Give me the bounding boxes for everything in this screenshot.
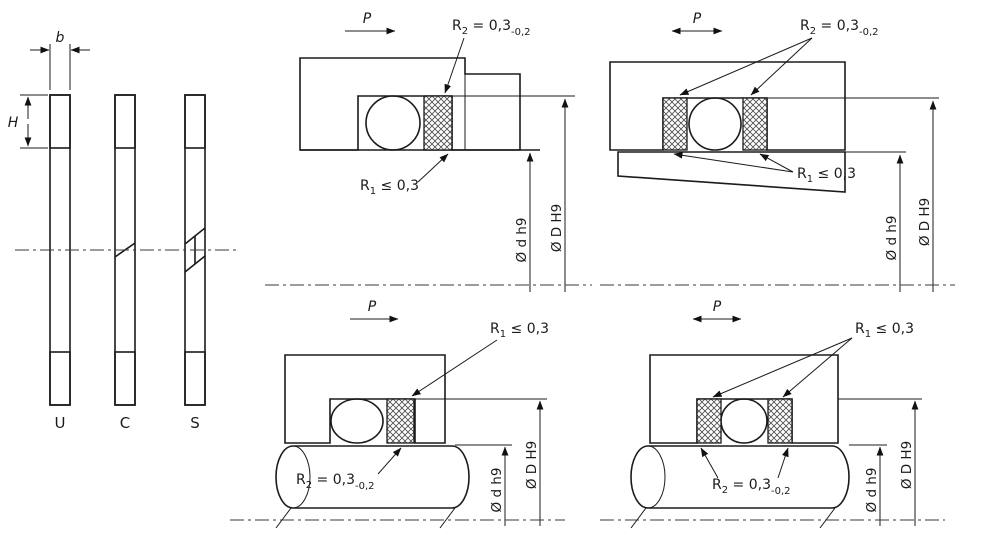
pressure-indicator: P [692, 299, 742, 323]
dimension-h: H [8, 94, 48, 149]
ring-section-hatch [184, 94, 206, 149]
backup-ring-section [662, 97, 688, 151]
bore-dia-label: Ø D H9 [899, 441, 915, 489]
r2-callout: R2 = 0,3-0,2 [296, 447, 402, 492]
detail-top-right: P R2 = 0,3-0,2 R1 ≤ 0,3 Ø d h9 Ø D H9 [600, 11, 955, 292]
leader-line [411, 339, 498, 397]
backup-ring-section [386, 398, 415, 444]
leader-line [444, 37, 465, 94]
profile-s-label: S [190, 414, 200, 432]
profile-u-label: U [55, 414, 66, 432]
diameter-dimensions: Ø d h9 Ø D H9 [415, 398, 547, 526]
o-ring-section [365, 95, 421, 151]
r2-label: R2 = 0,3-0,2 [800, 18, 879, 38]
leader-line [377, 447, 402, 475]
profile-section: b H U C [8, 30, 240, 432]
ring-section-hatch [114, 94, 136, 149]
pressure-indicator: P [350, 299, 399, 323]
diameter-dimensions: Ø d h9 Ø D H9 [514, 98, 569, 292]
support-mark [819, 507, 836, 529]
leader-line [712, 337, 853, 398]
r1-callout: R1 ≤ 0,3 [712, 321, 914, 398]
dim-h-label: H [8, 115, 19, 131]
r1-callout: R1 ≤ 0,3 [360, 153, 449, 197]
detail-bottom-right: P R1 ≤ 0,3 R2 = 0,3-0,2 Ø d h9 Ø D H9 [600, 299, 945, 529]
backup-ring-section [767, 398, 793, 444]
bore-dia-label: Ø D H9 [917, 198, 933, 246]
detail-top-left: P R2 = 0,3-0,2 R1 ≤ 0,3 Ø d h9 Ø D H9 [265, 11, 592, 292]
r1-callout: R1 ≤ 0,3 [673, 151, 856, 185]
r1-label: R1 ≤ 0,3 [360, 178, 419, 197]
diameter-dimensions: Ø d h9 Ø D H9 [884, 100, 937, 292]
r1-label: R1 ≤ 0,3 [490, 321, 549, 340]
pressure-indicator: P [345, 11, 396, 35]
shaft-dia-label: Ø d h9 [514, 218, 530, 263]
rod-section [617, 151, 846, 193]
shaft-end-arc [292, 445, 311, 509]
r1-label: R1 ≤ 0,3 [797, 166, 856, 185]
r2-callout: R2 = 0,3-0,2 [679, 18, 879, 96]
backup-ring-section [423, 95, 453, 151]
r2-label: R2 = 0,3-0,2 [296, 472, 375, 492]
backup-ring-section [696, 398, 722, 444]
pressure-indicator: P [671, 11, 723, 35]
housing-section [299, 57, 521, 151]
shaft-dia-label: Ø d h9 [489, 468, 505, 513]
pressure-label: P [368, 299, 377, 315]
shaft-end-arc [647, 445, 666, 509]
r1-callout: R1 ≤ 0,3 [411, 321, 549, 397]
dimension-b: b [30, 30, 90, 90]
leader-line [700, 447, 719, 479]
shaft-cylinder [630, 445, 850, 509]
r2-callout: R2 = 0,3-0,2 [700, 447, 791, 497]
o-ring-section [330, 398, 384, 444]
r2-label: R2 = 0,3-0,2 [712, 477, 791, 497]
o-ring-section [720, 398, 768, 444]
leader-line [782, 337, 853, 398]
o-ring-section [688, 97, 742, 151]
profile-c-label: C [120, 414, 130, 432]
r2-callout: R2 = 0,3-0,2 [444, 18, 531, 94]
ring-section-hatch [49, 351, 71, 406]
ring-section-hatch [184, 351, 206, 406]
leader-line [759, 153, 794, 173]
diameter-dimensions: Ø d h9 Ø D H9 [838, 398, 922, 526]
profile-s: S [184, 94, 206, 432]
shaft-cylinder [275, 445, 470, 509]
pressure-label: P [713, 299, 722, 315]
bore-dia-label: Ø D H9 [549, 204, 565, 252]
profile-c: C [114, 94, 136, 432]
support-mark [630, 507, 647, 529]
r1-label: R1 ≤ 0,3 [855, 321, 914, 340]
ring-section-hatch [114, 351, 136, 406]
shaft-dia-label: Ø d h9 [884, 216, 900, 261]
r2-label: R2 = 0,3-0,2 [452, 18, 531, 38]
leader-line [750, 37, 813, 96]
pressure-label: P [363, 11, 372, 27]
leader-line [679, 37, 813, 96]
housing-section [609, 61, 846, 151]
detail-bottom-left: P R1 ≤ 0,3 R2 = 0,3-0,2 Ø d h9 Ø D H9 [230, 299, 565, 529]
shaft-dia-label: Ø d h9 [864, 468, 880, 513]
leader-line [673, 151, 794, 173]
leader-line [777, 447, 789, 479]
profile-u: U [49, 94, 71, 432]
pressure-label: P [693, 11, 702, 27]
bore-dia-label: Ø D H9 [524, 441, 540, 489]
leader-line [417, 153, 449, 183]
dim-b-label: b [56, 30, 65, 46]
support-mark [439, 507, 456, 529]
support-mark [275, 507, 292, 529]
backup-ring-section [742, 97, 768, 151]
ring-section-hatch [49, 94, 71, 149]
